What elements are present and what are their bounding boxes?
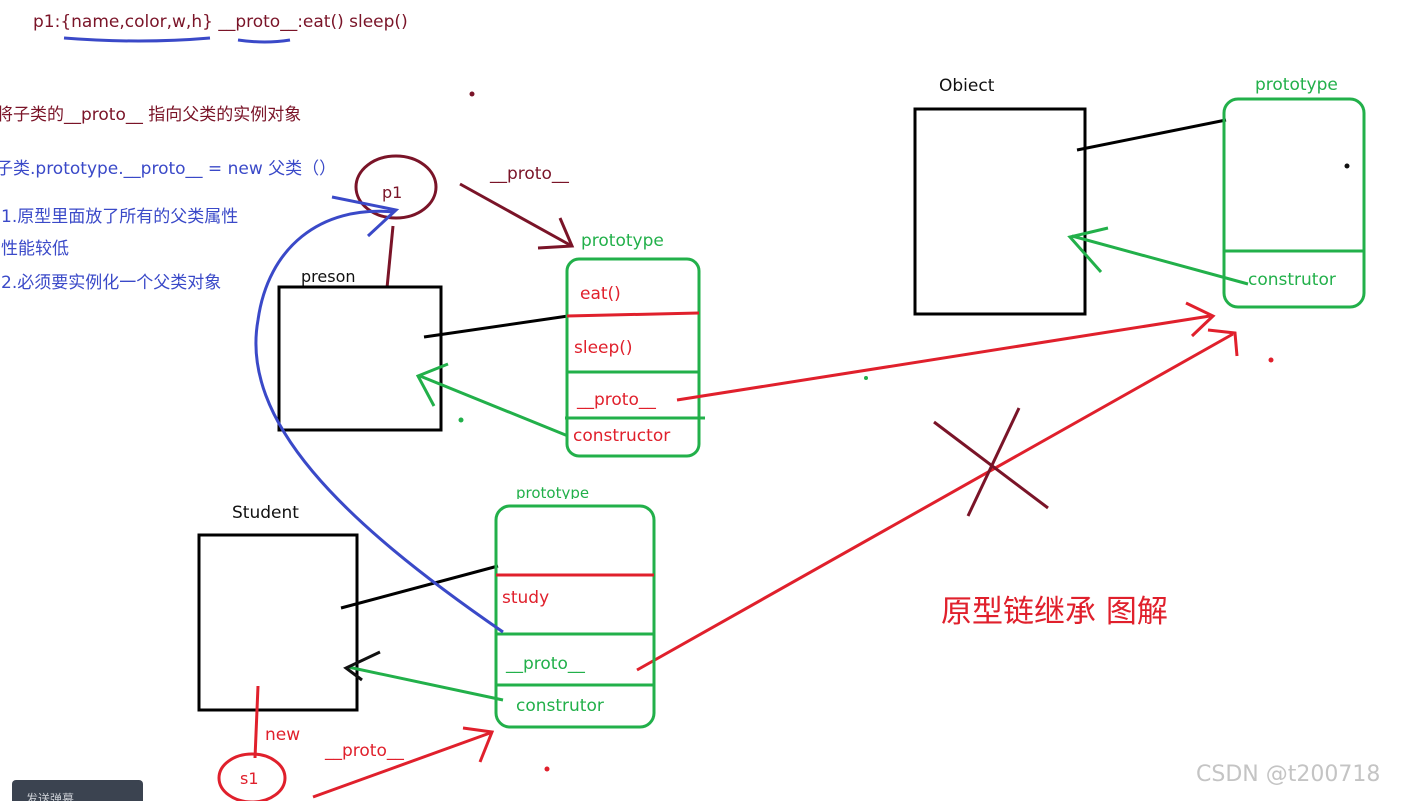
study-method: study — [502, 588, 550, 608]
blue-curve-arrowhead — [331, 195, 400, 238]
proto-top-arrow — [459, 182, 571, 247]
student-link-line — [340, 564, 499, 610]
s1-circle — [217, 752, 287, 801]
proto-chain-arrowhead — [1185, 301, 1216, 338]
student-prototype-title: prototype — [516, 484, 590, 499]
proto-bottom-arrowhead — [462, 726, 495, 763]
constructor-arrow — [419, 374, 569, 438]
proto-top-label: __proto__ — [490, 164, 569, 184]
p1-definition: p1:{name,color,w,h} __proto__:eat() slee… — [33, 12, 408, 32]
object-link-line — [1076, 118, 1227, 152]
note-line-2: 子类.prototype.__proto__ = new 父类（） — [0, 159, 337, 179]
note-line-4: 性能较低 — [1, 239, 69, 259]
proto-bottom-label: __proto__ — [325, 741, 404, 761]
dot — [1268, 357, 1274, 363]
crossed-arrowhead — [1207, 328, 1239, 357]
preson-proto-field: __proto__ — [577, 390, 656, 410]
preson-label: preson — [301, 267, 356, 286]
danmaku-label: 发送弹幕 — [26, 792, 75, 801]
eat-method: eat() — [580, 284, 621, 304]
p1-label: p1 — [382, 183, 403, 202]
underline-proto — [237, 38, 291, 44]
proto-top-arrowhead — [537, 217, 575, 250]
danmaku-button[interactable]: 发送弹幕 — [12, 780, 143, 801]
cross-mark — [966, 407, 1021, 517]
crossed-arrow — [636, 332, 1234, 672]
divider — [566, 311, 700, 318]
preson-link-line — [423, 314, 569, 339]
blue-curve — [254, 209, 504, 634]
preson-prototype-box — [565, 257, 701, 458]
dot — [1344, 163, 1350, 169]
watermark: CSDN @t200718 — [1196, 762, 1381, 787]
new-line — [253, 685, 260, 759]
student-prototype-box — [494, 504, 656, 729]
object-prototype-box — [1222, 97, 1366, 309]
dot — [458, 417, 464, 423]
object-prototype-title: prototype — [1255, 75, 1338, 95]
student-box — [197, 533, 359, 712]
p1-to-preson-line — [385, 225, 395, 289]
dot — [469, 91, 475, 97]
student-constructor-field: construtor — [516, 696, 604, 716]
dot — [544, 766, 550, 772]
student-label: Student — [232, 503, 299, 523]
object-box — [913, 107, 1087, 316]
object-constructor-field: construtor — [1248, 270, 1336, 290]
sleep-method: sleep() — [574, 338, 633, 358]
preson-prototype-title: prototype — [581, 231, 664, 251]
new-label: new — [265, 725, 301, 745]
underline-props — [63, 36, 211, 43]
preson-box — [277, 285, 443, 432]
object-constructor-arrowhead — [1067, 226, 1109, 273]
student-constructor-arrow — [347, 665, 504, 702]
diagram-title: 原型链继承 图解 — [941, 594, 1168, 630]
note-line-3: 1.原型里面放了所有的父类属性 — [1, 207, 239, 227]
p1-circle — [354, 154, 438, 220]
preson-constructor-field: constructor — [573, 426, 671, 446]
proto-bottom-arrow — [312, 731, 491, 799]
constructor-arrowhead — [415, 362, 449, 407]
s1-label: s1 — [240, 769, 259, 788]
dot — [864, 376, 868, 380]
student-proto-field: __proto__ — [506, 654, 585, 674]
object-constructor-arrow — [1071, 234, 1249, 286]
note-line-1: 将子类的__proto__ 指向父类的实例对象 — [0, 105, 302, 125]
proto-chain-arrow — [676, 314, 1211, 402]
student-constructor-arrowhead — [343, 650, 381, 682]
object-label: Obiect — [939, 76, 995, 96]
note-line-5: 2.必须要实例化一个父类对象 — [1, 273, 222, 293]
